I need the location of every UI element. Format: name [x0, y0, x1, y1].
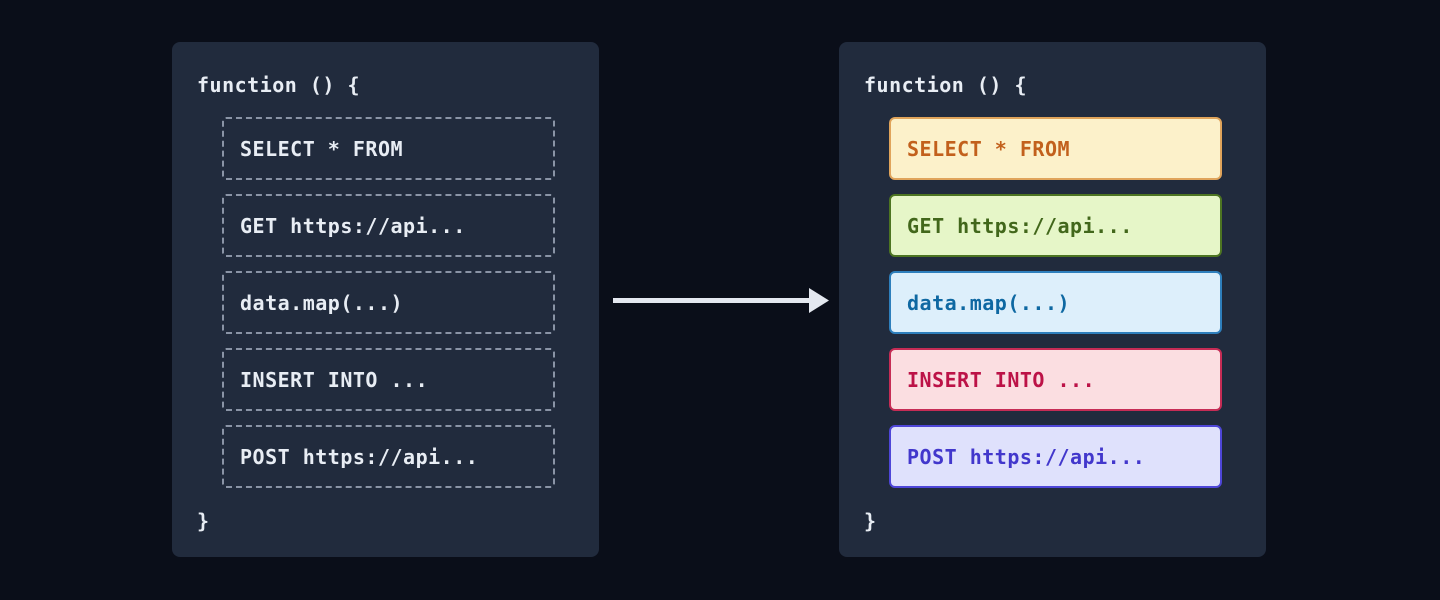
- code-block-label: INSERT INTO ...: [240, 367, 429, 392]
- code-block-label: POST https://api...: [907, 444, 1146, 469]
- code-block-label: INSERT INTO ...: [907, 367, 1096, 392]
- code-panel-before: function () { SELECT * FROM GET https://a…: [172, 42, 599, 557]
- code-block-label: data.map(...): [907, 290, 1071, 315]
- function-declaration: function () {: [864, 73, 1028, 97]
- code-block-http-post: POST https://api...: [889, 425, 1222, 488]
- code-block-label: data.map(...): [240, 290, 404, 315]
- code-blocks-after: SELECT * FROM GET https://api... data.map(…: [889, 117, 1222, 488]
- code-block-label: SELECT * FROM: [240, 136, 404, 161]
- code-block-http-post: POST https://api...: [222, 425, 555, 488]
- function-declaration: function () {: [197, 73, 361, 97]
- code-block-js-map: data.map(...): [889, 271, 1222, 334]
- code-block-label: GET https://api...: [240, 213, 466, 238]
- right-arrow-icon: [613, 288, 829, 313]
- code-block-label: SELECT * FROM: [907, 136, 1071, 161]
- code-block-sql-insert: INSERT INTO ...: [222, 348, 555, 411]
- closing-brace: }: [864, 509, 877, 533]
- code-block-sql-insert: INSERT INTO ...: [889, 348, 1222, 411]
- code-block-sql-select: SELECT * FROM: [222, 117, 555, 180]
- code-block-label: POST https://api...: [240, 444, 479, 469]
- code-block-http-get: GET https://api...: [222, 194, 555, 257]
- code-blocks-before: SELECT * FROM GET https://api... data.map(…: [222, 117, 555, 488]
- code-panel-after: function () { SELECT * FROM GET https://a…: [839, 42, 1266, 557]
- code-block-sql-select: SELECT * FROM: [889, 117, 1222, 180]
- code-block-js-map: data.map(...): [222, 271, 555, 334]
- code-block-label: GET https://api...: [907, 213, 1133, 238]
- closing-brace: }: [197, 509, 210, 533]
- code-block-http-get: GET https://api...: [889, 194, 1222, 257]
